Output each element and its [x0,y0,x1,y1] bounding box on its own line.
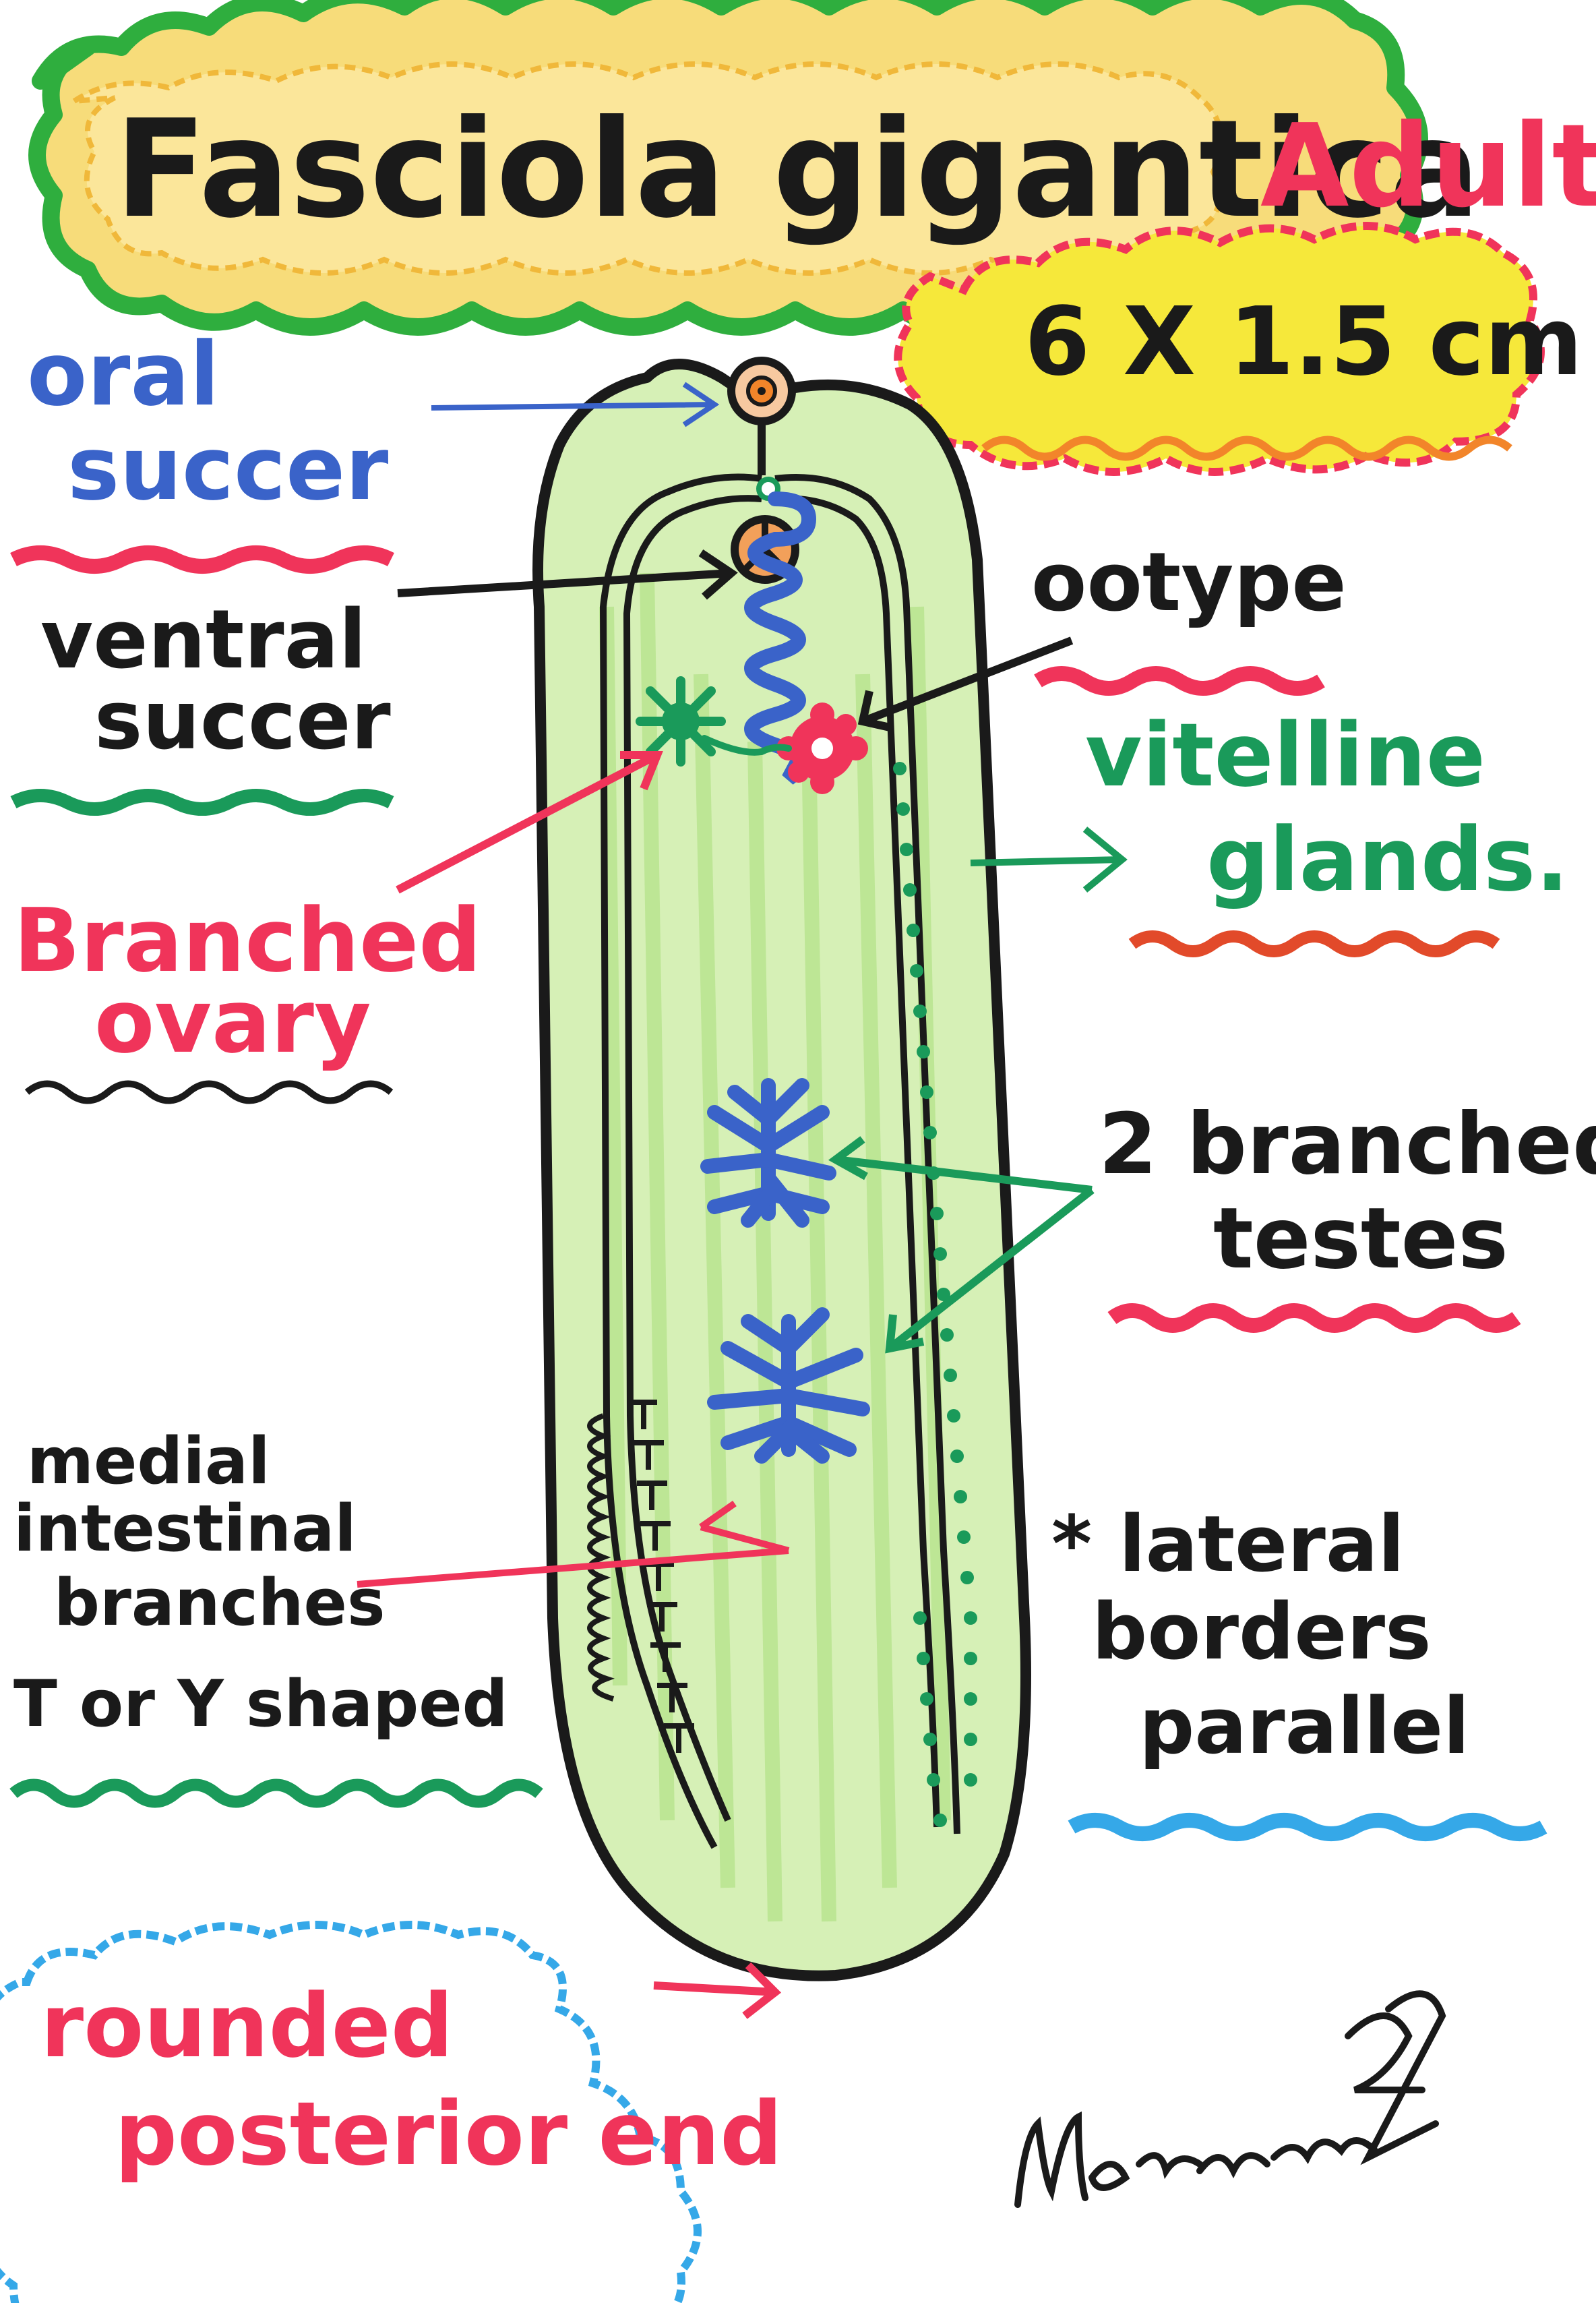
ventral-sucker-line1: ventral [40,593,367,687]
label-branched-testes: 2 branched testes [828,1096,1596,1354]
signature [1014,1990,1446,2208]
size-badge: 6 X 1.5 cm [894,222,1583,476]
label-ootype: ootype [857,536,1347,732]
oral-sucker-arrow [431,382,720,427]
vitelline-underline [1128,930,1500,957]
oral-sucker-underline [10,545,394,574]
title-adult: Adult [1260,100,1596,233]
medial-line3: branches [54,1566,386,1640]
vitelline-line2: glands. [1206,808,1569,911]
ovary-underline [24,1080,394,1104]
posterior-arrow [653,1962,782,2019]
ootype-text: ootype [1031,536,1347,630]
testes-line1: 2 branched [1099,1096,1596,1193]
lateral-line1: * lateral [1051,1499,1405,1590]
posterior-line2: posterior end [115,2083,782,2185]
size-underline [981,436,1512,461]
ovary-arrow [396,751,663,894]
medial-line4: T or Y shaped [13,1667,508,1741]
ventral-sucker-underline [10,789,394,816]
oral-sucker [727,357,796,425]
medial-branches [630,1400,694,1753]
label-vitelline-glands: vitelline glands. [970,704,1569,957]
label-posterior-end: rounded posterior end [0,1921,782,2303]
oral-sucker-line1: oral [27,323,220,425]
ovary-line1: Branched [13,889,481,992]
ovary-structure [636,676,792,767]
testis-posterior [707,1307,870,1464]
lateral-line3: parallel [1139,1681,1470,1772]
size-value: 6 X 1.5 cm [1024,287,1583,397]
testes-arrows [828,1136,1095,1354]
lateral-scallops [587,1413,615,1702]
posterior-cloud [0,1921,702,2303]
intestine-right-outer [774,474,960,1834]
ventral-sucker-arrow [397,549,738,600]
medial-line2: intestinal [13,1492,357,1566]
testes-underline [1107,1303,1521,1333]
medial-arrow [357,1500,790,1588]
medial-line1: medial [27,1425,270,1499]
medial-underline [9,1778,543,1808]
intestine-left-inner [623,495,762,1822]
vitelline-arrow [970,827,1128,893]
posterior-line1: rounded [40,1975,454,2077]
vitelline-line1: vitelline [1085,704,1485,806]
testis-anterior [700,1078,836,1228]
lateral-line2: borders [1092,1587,1432,1677]
ootype-structure [776,702,868,794]
size-cloud [894,222,1545,476]
ventral-sucker-line2: succer [94,674,391,768]
label-ventral-sucker: ventral succer [10,549,738,816]
oral-sucker-line2: succer [67,417,388,520]
uterus [744,491,823,785]
vitelline-dots [893,762,977,1827]
lateral-underline [1068,1813,1547,1841]
ootype-arrow [857,636,1074,732]
label-branched-ovary: Branched ovary [13,751,663,1104]
testes-line2: testes [1213,1190,1508,1288]
label-lateral-borders: * lateral borders parallel [1051,1499,1547,1841]
ovary-line2: ovary [94,970,371,1073]
ootype-underline [1034,666,1325,696]
worm-body [532,357,1031,1981]
label-medial-branches: medial intestinal branches T or Y shaped [9,1425,790,1808]
title-banner: Fasciola gigantica Adult [28,0,1596,336]
intestine-left-outer [599,473,762,1849]
title-main: Fasciola gigantica [115,91,1480,248]
label-oral-sucker: oral succer [10,323,720,574]
